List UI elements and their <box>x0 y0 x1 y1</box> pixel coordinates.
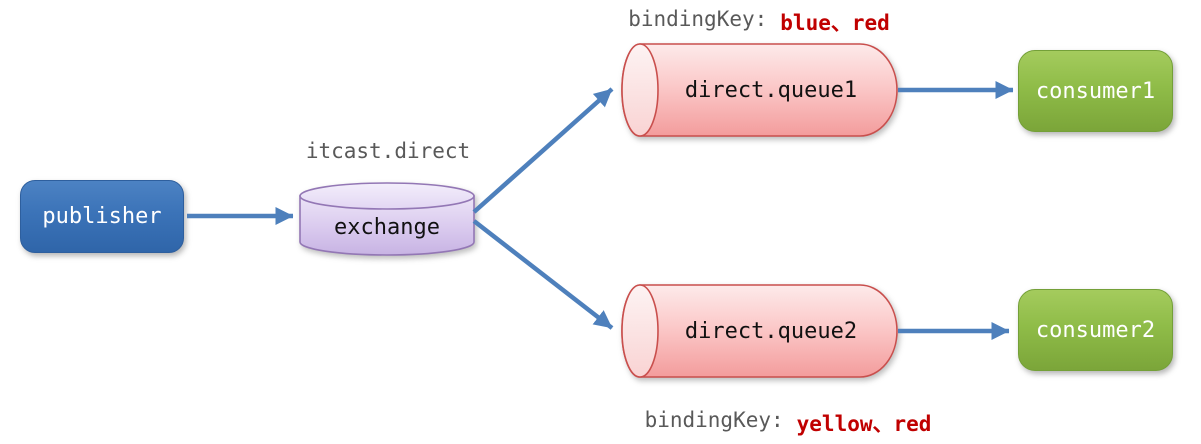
binding-key-prefix: bindingKey: <box>628 7 768 31</box>
consumer2-label: consumer2 <box>1035 317 1156 343</box>
queue1-binding-key-label: bindingKey: blue、red <box>599 7 919 37</box>
publisher-node: publisher <box>20 180 184 253</box>
consumer1-node: consumer1 <box>1018 50 1173 132</box>
queue1-node: direct.queue1 <box>620 42 898 138</box>
exchange-node: exchange <box>298 181 476 257</box>
queue1-label: direct.queue1 <box>684 77 858 103</box>
queue2-cylinder-shape <box>621 284 898 378</box>
queue1-cylinder-shape <box>621 43 898 137</box>
queue1-binding-keys: blue、red <box>780 11 890 35</box>
exchange-label: exchange <box>334 214 440 240</box>
binding-key-prefix: bindingKey: <box>644 408 784 432</box>
queue2-node: direct.queue2 <box>620 283 898 379</box>
arrow-exchange-to-queue1 <box>472 87 614 214</box>
queue2-binding-keys: yellow、red <box>796 412 932 436</box>
consumer2-node: consumer2 <box>1018 289 1173 371</box>
queue2-label: direct.queue2 <box>684 318 858 344</box>
arrow-exchange-to-queue2 <box>472 219 614 330</box>
exchange-cylinder-shape <box>299 182 475 256</box>
exchange-name-label: itcast.direct <box>305 139 471 163</box>
publisher-label: publisher <box>42 204 162 229</box>
consumer1-label: consumer1 <box>1035 78 1156 104</box>
queue2-binding-key-label: bindingKey: yellow、red <box>618 408 958 438</box>
